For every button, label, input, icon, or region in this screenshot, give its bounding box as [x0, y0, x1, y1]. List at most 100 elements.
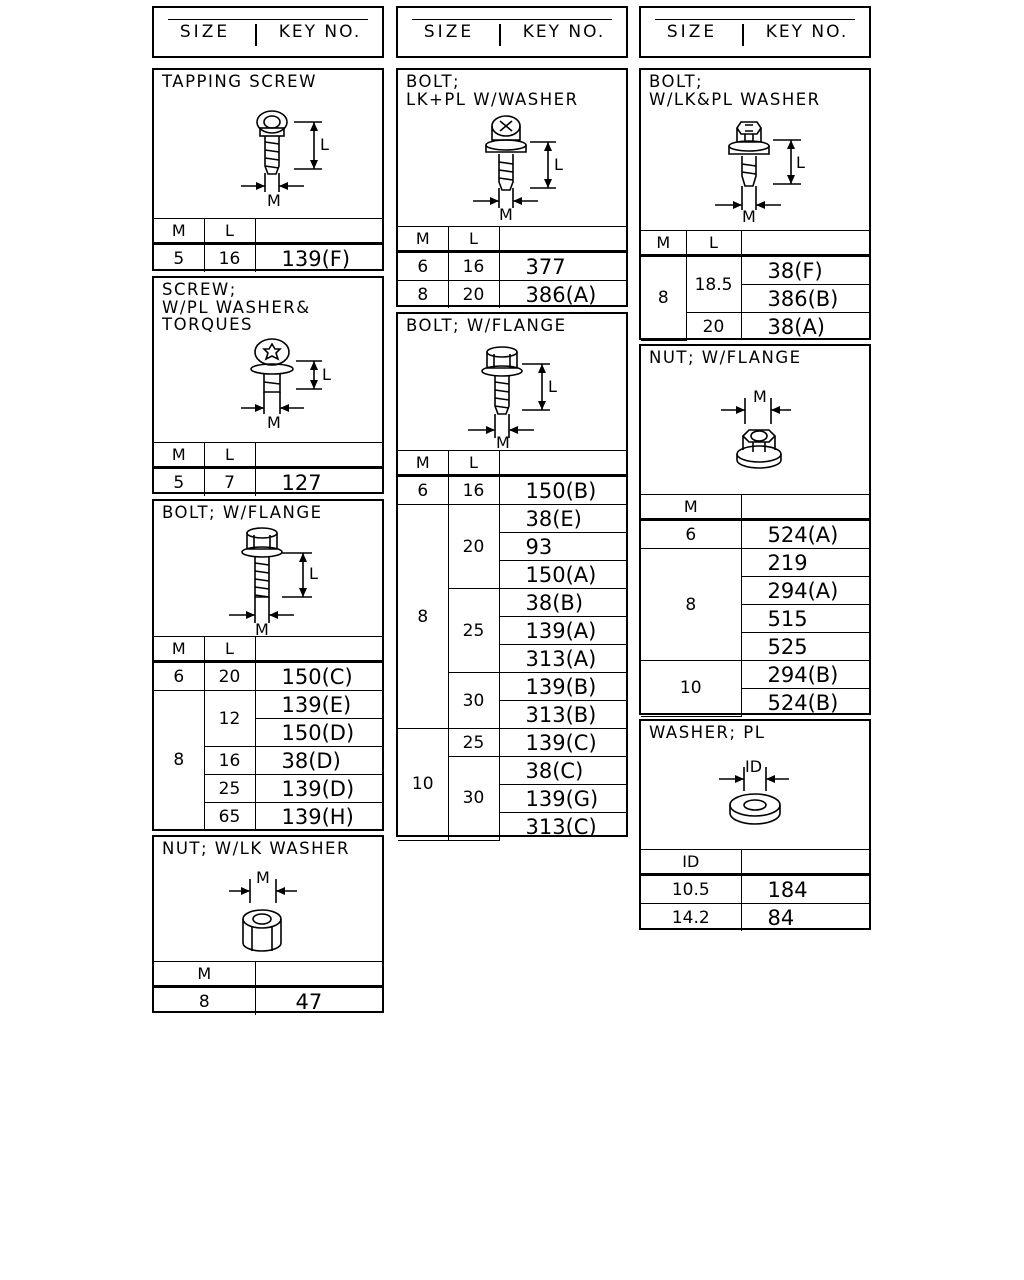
- key-no-header: KEY NO.: [765, 22, 849, 42]
- table-row: 313(A): [398, 644, 626, 673]
- dim-l-label: L: [320, 135, 329, 154]
- col-m-header: M: [641, 494, 742, 521]
- cell-l: 18.5: [685, 255, 742, 313]
- bolt-hex-washer-icon: L M: [715, 121, 805, 226]
- cell-m: 10: [398, 728, 449, 841]
- cell-key: 525: [741, 632, 869, 661]
- cell-key: 219: [740, 548, 869, 577]
- table-row: 93: [398, 532, 626, 561]
- cell-key: 139(E): [254, 690, 382, 719]
- cell-key: 139(D): [254, 774, 382, 803]
- header-col2: SIZE KEY NO.: [396, 6, 628, 58]
- dim-m-label: M: [753, 387, 767, 406]
- cell-key: 377: [498, 251, 626, 281]
- cell-key: 127: [254, 467, 382, 496]
- part-title: NUT; W/LK WASHER: [162, 839, 350, 858]
- cell-m: 6: [641, 519, 742, 549]
- cell-key: 38(A): [740, 312, 869, 340]
- cell-l: 20: [447, 280, 500, 308]
- size-header: SIZE: [179, 22, 231, 42]
- cell-key: 150(D): [255, 718, 382, 747]
- table-row: 313(C): [398, 812, 626, 840]
- table-row: 150(D): [154, 718, 382, 747]
- cell-l: 7: [203, 467, 256, 496]
- col-l-header: L: [203, 636, 256, 663]
- dim-m-label: M: [496, 433, 510, 450]
- cell-key: 386(A): [498, 280, 626, 308]
- col-m-header: M: [398, 450, 449, 477]
- col-key-header: [254, 442, 382, 469]
- dim-m-label: M: [742, 207, 756, 226]
- col-key-header: [254, 961, 382, 988]
- col-m-header: M: [154, 442, 205, 469]
- table-row: 515: [641, 604, 869, 633]
- dim-l-label: L: [796, 153, 805, 172]
- cell-key: 515: [741, 604, 869, 633]
- part-title: BOLT; W/FLANGE: [406, 316, 567, 335]
- dim-m-label: M: [499, 205, 513, 224]
- nut-lk-washer-icon: M: [229, 868, 297, 952]
- cell-key: 139(B): [498, 672, 626, 701]
- cell-m: 8: [154, 690, 205, 831]
- col-l-header: L: [203, 442, 256, 469]
- cell-key: 184: [740, 874, 869, 904]
- cell-l: 25: [448, 588, 500, 673]
- col-l-header: L: [447, 226, 500, 253]
- col-m-header: M: [398, 226, 449, 253]
- col-key-header: [740, 230, 869, 257]
- cell-key: 38(B): [498, 588, 626, 617]
- bolt-lk-pl-icon: L M: [473, 115, 563, 224]
- part-title: SCREW; W/PL WASHER& TORQUES: [162, 280, 311, 334]
- cell-key: 150(B): [498, 475, 626, 505]
- col-l-header: L: [685, 230, 742, 257]
- dim-l-label: L: [309, 564, 318, 583]
- cell-key: 38(F): [740, 255, 869, 285]
- part-title: BOLT; W/FLANGE: [162, 503, 323, 522]
- part-title: TAPPING SCREW: [162, 72, 317, 91]
- bolt-flange-icon: L M: [229, 527, 318, 639]
- col-l-header: L: [447, 450, 500, 477]
- col-m-header: M: [154, 961, 256, 988]
- tapping-screw-icon: L M: [241, 110, 329, 210]
- cell-key: 294(A): [741, 576, 869, 605]
- cell-m: 8: [154, 986, 256, 1015]
- cell-key: 139(G): [499, 784, 626, 813]
- cell-id: 14.2: [641, 903, 742, 931]
- col-id-header: ID: [641, 849, 742, 876]
- nut-flange-icon: M: [721, 387, 791, 469]
- cell-l: 20: [203, 661, 256, 691]
- cell-key: 38(D): [254, 746, 382, 775]
- cell-key: 139(H): [254, 802, 382, 830]
- table-row: 139(A): [398, 616, 626, 645]
- col-key-header: [498, 450, 626, 477]
- cell-m: 6: [398, 251, 449, 281]
- cell-l: 20: [686, 312, 742, 340]
- cell-m: 6: [154, 661, 205, 691]
- cell-key: 313(C): [499, 812, 626, 840]
- dim-l-label: L: [322, 365, 331, 384]
- col-m-header: M: [154, 636, 205, 663]
- key-no-header: KEY NO.: [522, 22, 606, 42]
